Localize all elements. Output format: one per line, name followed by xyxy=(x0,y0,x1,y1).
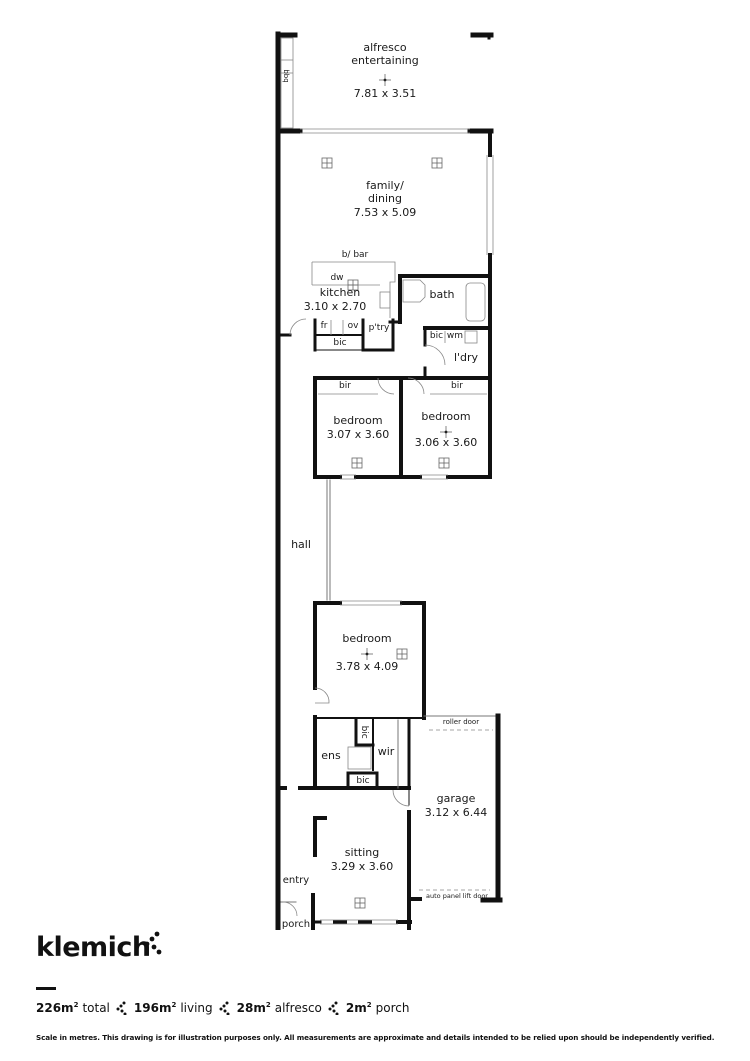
bbq-label: bbq xyxy=(282,69,291,83)
sitting-dims: 3.29 x 3.60 xyxy=(330,860,394,873)
brand-logo: klemich xyxy=(36,932,151,963)
laundry-bic-label: bic xyxy=(429,331,444,341)
family-dims: 7.53 x 5.09 xyxy=(353,206,417,219)
alfresco-dims: 7.81 x 3.51 xyxy=(353,87,417,100)
dots-separator-icon xyxy=(219,1001,230,1015)
kitchen-dims: 3.10 x 2.70 xyxy=(303,300,367,313)
stat-living: 196m2 living xyxy=(133,1001,213,1015)
bedroom2-label: bedroom xyxy=(333,414,383,427)
wir-label: wir xyxy=(377,745,395,758)
lift-door-label: auto panel lift door xyxy=(426,892,488,900)
dots-separator-icon xyxy=(116,1001,127,1015)
sitting-label: sitting xyxy=(344,846,380,859)
bedroom1-dims: 3.78 x 4.09 xyxy=(335,660,399,673)
dw-label: dw xyxy=(330,273,344,283)
laundry-label: l'dry xyxy=(453,351,479,364)
dots-separator-icon xyxy=(328,1001,339,1015)
bar-label: b/ bar xyxy=(341,250,369,260)
stat-porch: 2m2 porch xyxy=(345,1001,410,1015)
bedroom2-bir-label: bir xyxy=(339,381,351,391)
ens-bic-label: bic xyxy=(359,725,370,739)
stat-alfresco: 28m2 alfresco xyxy=(236,1001,322,1015)
alfresco-label: alfresco entertaining xyxy=(351,41,419,67)
disclaimer: Scale in metres. This drawing is for ill… xyxy=(36,1033,715,1042)
kitchen-label: kitchen xyxy=(319,286,361,299)
hall-label: hall xyxy=(291,538,311,551)
area-stats: 226m2 total 196m2 living 28m2 alfresco 2… xyxy=(36,1001,409,1015)
oven-label: ov xyxy=(347,321,359,331)
bath-label: bath xyxy=(429,288,455,301)
divider xyxy=(36,987,56,990)
porch-label: porch xyxy=(281,919,311,930)
family-label: family/ dining xyxy=(366,179,404,205)
stat-total: 226m2 total xyxy=(36,1001,110,1015)
fridge-label: fr xyxy=(320,321,328,331)
bedroom3-label: bedroom xyxy=(421,410,471,423)
bedroom3-bir-label: bir xyxy=(451,381,463,391)
garage-dims: 3.12 x 6.44 xyxy=(424,806,488,819)
garage-label: garage xyxy=(436,792,476,805)
kitchen-bic-label: bic xyxy=(333,338,347,348)
floor-plan xyxy=(275,31,503,930)
bedroom2-dims: 3.07 x 3.60 xyxy=(326,428,390,441)
entry-label: entry xyxy=(282,875,310,886)
bedroom1-label: bedroom xyxy=(342,632,392,645)
ens-label: ens xyxy=(321,749,341,762)
ens-bic2-label: bic xyxy=(356,776,370,786)
wm-label: wm xyxy=(446,331,464,341)
pantry-label: p'try xyxy=(368,323,390,333)
brand-dots-icon xyxy=(144,931,162,955)
bedroom3-dims: 3.06 x 3.60 xyxy=(414,436,478,449)
roller-door-label: roller door xyxy=(442,718,480,726)
